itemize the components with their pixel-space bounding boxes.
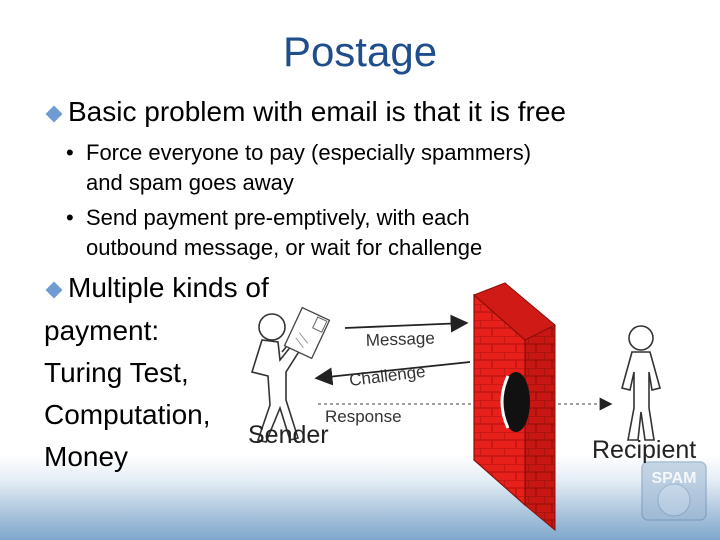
spam-logo-text: SPAM <box>651 470 696 487</box>
subbullet-send-payment: • Send payment pre-emptively, with each … <box>66 203 483 263</box>
recipient-label: Recipient <box>592 436 696 464</box>
continuation-line: Turing Test, <box>44 357 189 388</box>
continuation-line: payment: <box>44 315 160 346</box>
subbullet-line: outbound message, or wait for challenge <box>86 235 483 260</box>
challenge-label: Challenge <box>348 362 426 390</box>
spam-logo-icon: SPAM <box>641 461 707 521</box>
subbullet-line: Send payment pre-emptively, with each <box>86 205 470 230</box>
sender-label: Sender <box>248 421 329 449</box>
subbullet-force-pay: • Force everyone to pay (especially spam… <box>66 138 532 198</box>
bullet-dot-icon: • <box>66 205 74 230</box>
message-arrow <box>344 314 469 333</box>
continuation-line: Money <box>44 441 129 472</box>
response-label: Response <box>325 407 402 426</box>
brick-wall-icon <box>473 282 556 532</box>
recipient-figure-icon <box>621 325 661 441</box>
subbullet-line: and spam goes away <box>86 170 294 195</box>
bottom-gradient-band <box>0 455 720 540</box>
envelope-icon <box>283 306 331 360</box>
continuation-line: Computation, <box>44 399 211 430</box>
message-label: Message <box>365 329 435 350</box>
bullet-dot-icon: • <box>66 140 74 165</box>
sender-figure-icon <box>250 313 302 443</box>
bullet-continuation: payment: Turing Test, Computation, Money <box>44 310 211 478</box>
bullet-text: Multiple kinds of <box>68 272 269 303</box>
bullet-text: Basic problem with email is that it is f… <box>68 96 566 127</box>
challenge-arrow <box>314 361 471 386</box>
subbullet-line: Force everyone to pay (especially spamme… <box>86 140 532 165</box>
slide-title: Postage <box>282 28 438 75</box>
